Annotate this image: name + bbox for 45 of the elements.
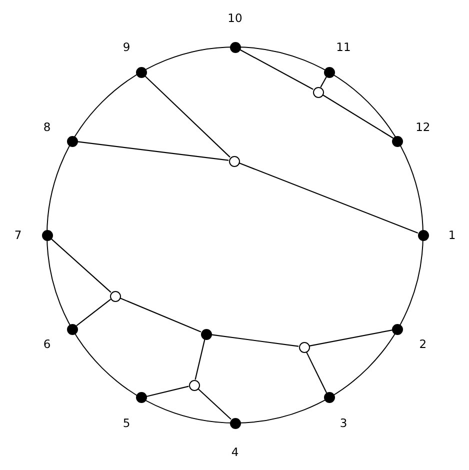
hollow-vertex — [312, 86, 324, 98]
vertex-number: 7 — [14, 228, 22, 242]
edge-line — [50, 238, 112, 293]
vertex-number: 12 — [416, 120, 430, 134]
filled-vertex — [230, 42, 240, 52]
edge-line — [78, 141, 229, 161]
edge-line — [240, 49, 314, 90]
edge-line — [146, 386, 189, 398]
vertex-number: 3 — [340, 416, 348, 430]
hollow-vertex — [228, 156, 240, 166]
filled-vertex — [66, 136, 78, 146]
filled-vertex — [230, 418, 240, 428]
edge-line — [320, 76, 327, 88]
filled-vertex — [324, 392, 334, 404]
vertex-number: 8 — [43, 120, 51, 134]
vertex-number: 1 — [448, 228, 456, 242]
edge-line — [120, 298, 202, 332]
filled-vertex — [418, 230, 428, 240]
vertex-number: 5 — [122, 416, 130, 430]
vertex-number: 4 — [231, 445, 239, 459]
filled-vertex — [324, 66, 334, 78]
hollow-vertex — [298, 342, 310, 352]
vertex-number: 11 — [336, 40, 351, 54]
edge-line — [309, 330, 393, 346]
filled-vertex — [136, 66, 146, 78]
edge-line — [76, 298, 111, 326]
edge-line — [198, 388, 232, 420]
filled-vertex — [42, 230, 52, 240]
edge-line — [194, 339, 206, 380]
filled-vertex — [392, 324, 404, 334]
edge-line — [144, 76, 230, 158]
hollow-vertex — [110, 290, 120, 302]
edge-line — [322, 94, 394, 139]
edge-line — [211, 334, 299, 347]
vertex-number: 9 — [122, 40, 130, 54]
filled-vertex — [136, 392, 146, 404]
filled-vertex — [392, 136, 404, 146]
hollow-vertex — [188, 380, 200, 390]
filled-vertex — [200, 328, 212, 340]
edge-line — [238, 162, 418, 234]
vertex-number: 6 — [43, 336, 51, 350]
filled-vertex — [66, 324, 78, 334]
vertex-number: 2 — [419, 336, 427, 350]
edge-line — [306, 352, 328, 394]
vertex-number: 10 — [228, 11, 242, 25]
